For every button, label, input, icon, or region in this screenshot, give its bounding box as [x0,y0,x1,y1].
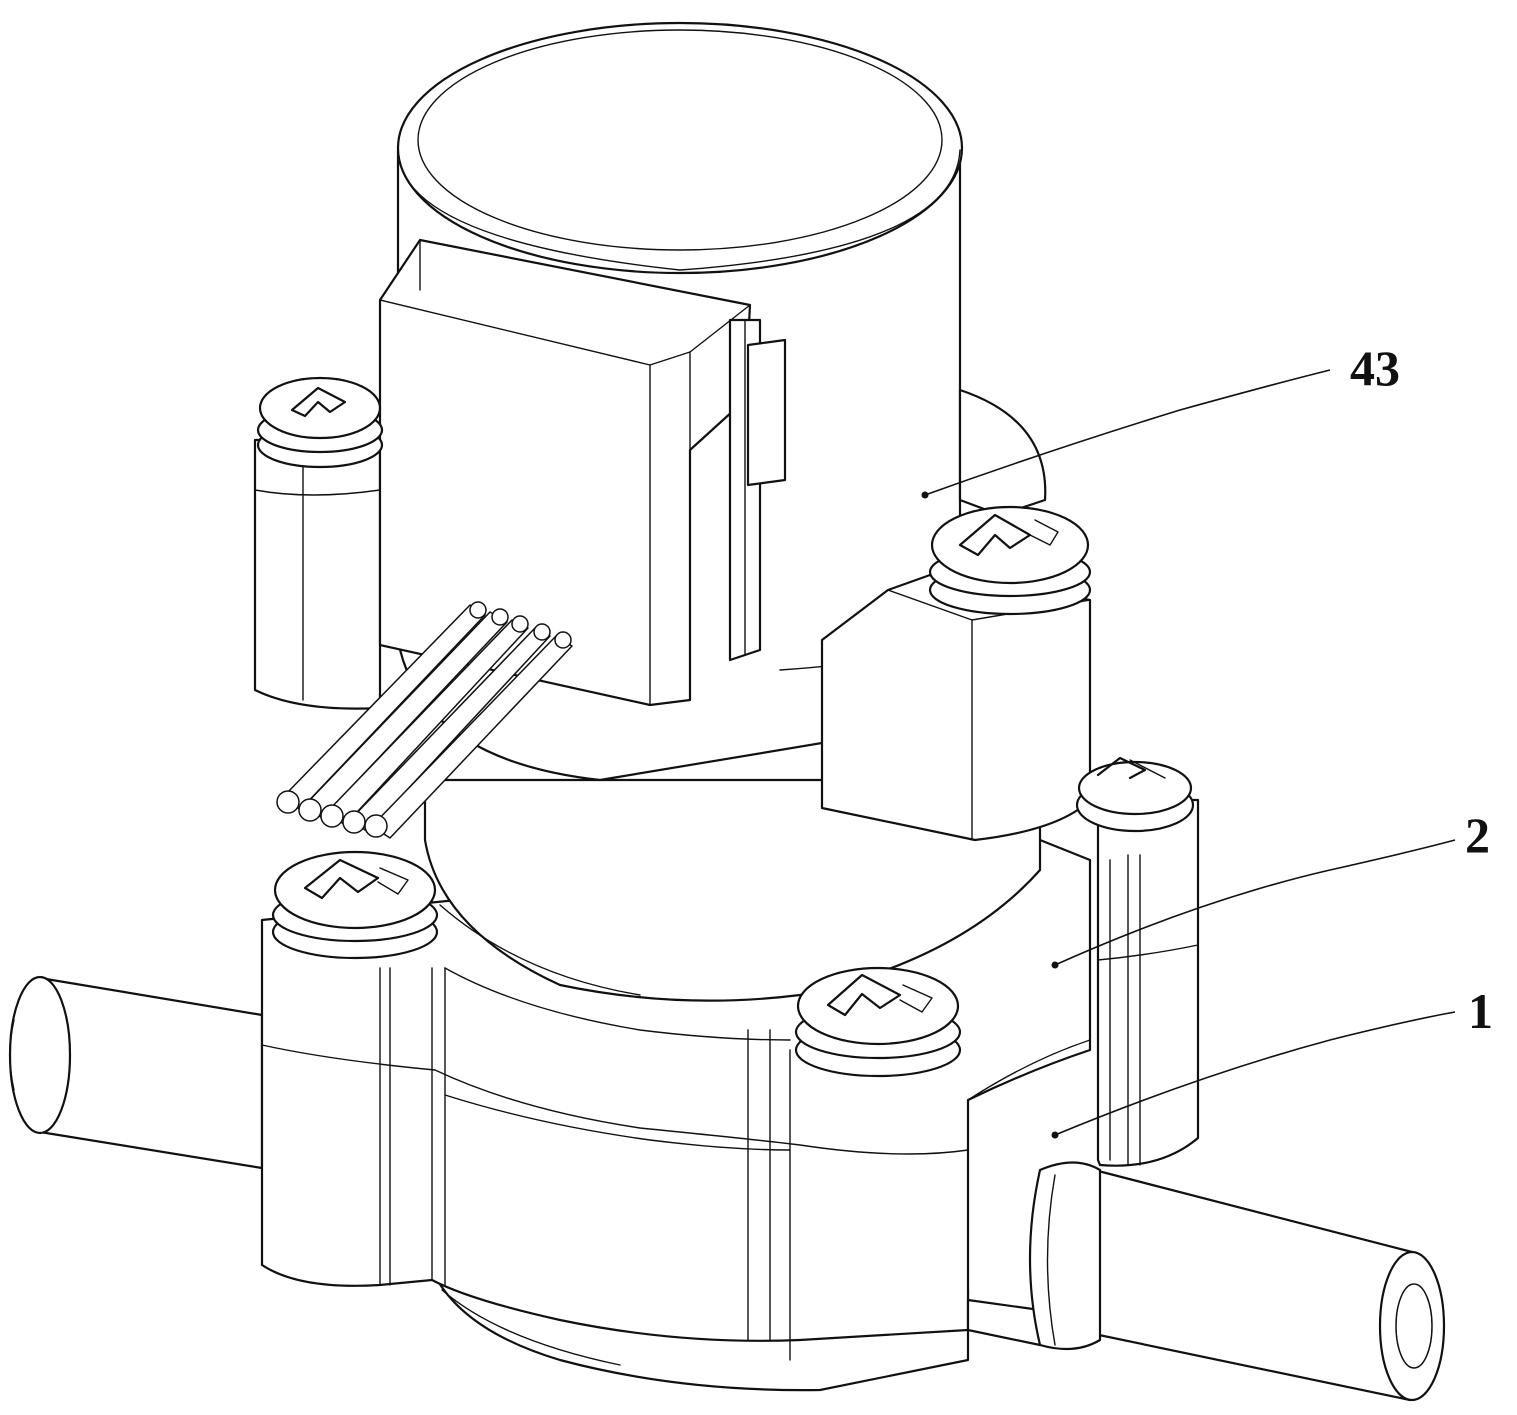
screw-upper-right [928,505,1092,616]
middle-cover-part-2 [423,778,1042,1002]
callout-43: 43 [1350,340,1400,396]
connector-block [378,238,787,707]
callout-1: 1 [1468,983,1493,1039]
screw-upper-left [256,376,384,469]
upper-left-boss [253,438,382,710]
rear-bracket [958,388,1047,517]
screw-back-right [1075,756,1195,833]
lower-right-boss [1096,798,1200,1167]
callout-2-group: 2 [1051,807,1490,969]
callout-2: 2 [1465,807,1490,863]
inlet-pipe-left [8,975,264,1170]
outlet-pipe-right [966,1161,1446,1402]
upper-right-boss [820,573,1092,842]
callout-43-group: 43 [921,340,1400,499]
screw-front-right [794,966,962,1078]
callout-1-group: 1 [1051,983,1493,1139]
wire-bundle [276,601,573,839]
screw-front-left [271,850,439,960]
